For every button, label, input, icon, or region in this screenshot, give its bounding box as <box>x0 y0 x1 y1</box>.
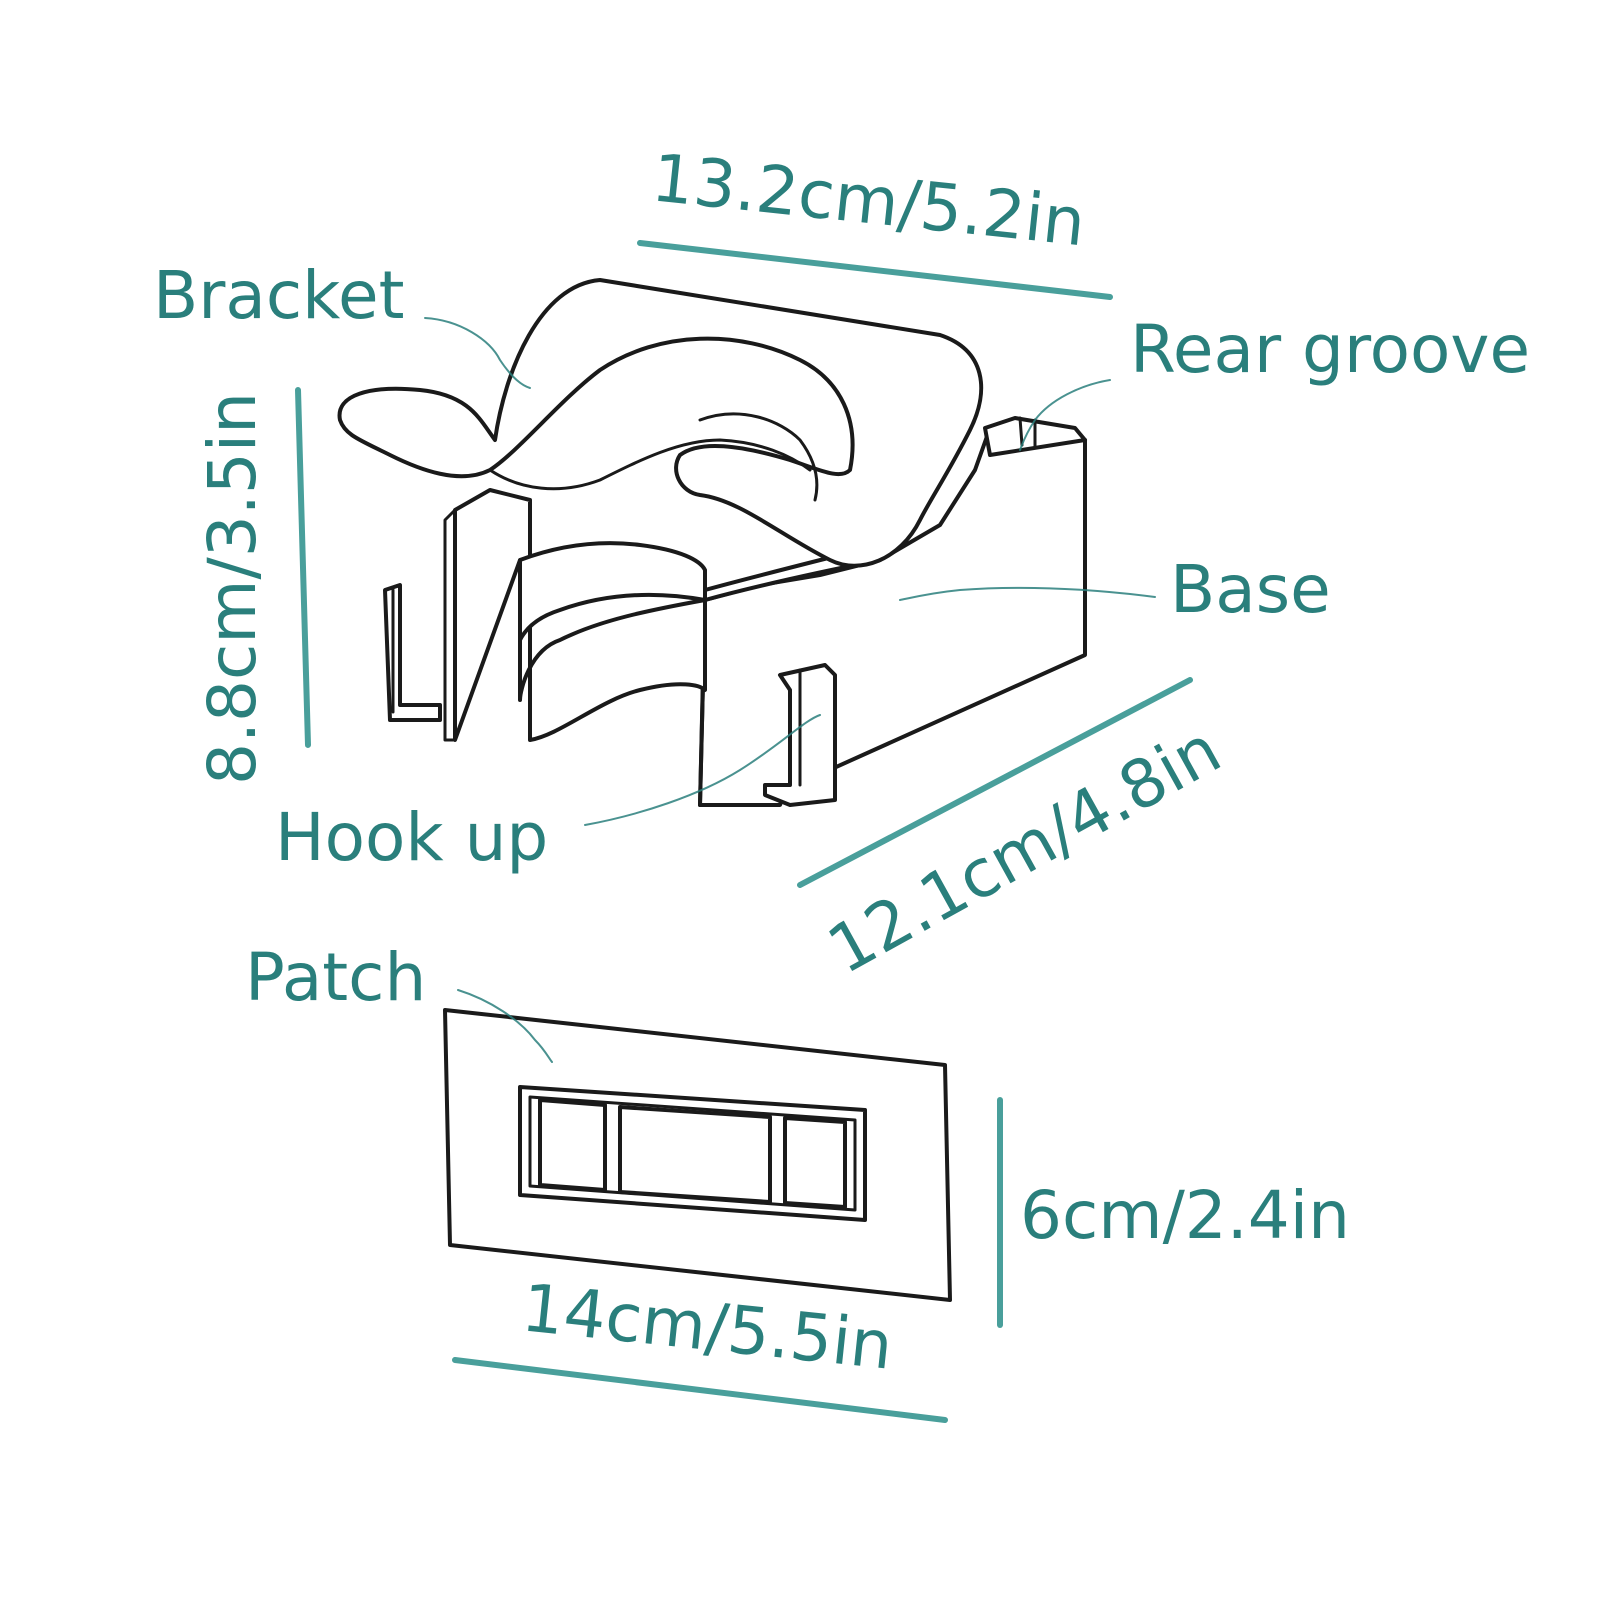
bracket-label: Bracket <box>153 257 405 334</box>
base-leader <box>899 586 1156 601</box>
base-label: Base <box>1170 551 1331 628</box>
patch <box>443 1008 952 1302</box>
left-hook <box>383 583 442 722</box>
bracket-leader <box>424 317 531 389</box>
top-width-dimension: 13.2cm/5.2in <box>648 139 1089 261</box>
height-dimension-line <box>295 387 311 748</box>
top-width-dimension-line <box>637 240 1113 300</box>
depth-dimension: 12.1cm/4.8in <box>815 711 1233 989</box>
hook-up-label: Hook up <box>275 799 548 876</box>
rear-groove-leader <box>1019 379 1111 451</box>
rear-groove-label: Rear groove <box>1130 311 1530 388</box>
patch-height-dimension: 6cm/2.4in <box>1020 1177 1350 1254</box>
patch-leader <box>457 989 553 1063</box>
depth-dimension-line <box>797 677 1193 888</box>
hook-up-leader <box>584 714 821 826</box>
patch-width-dimension-line <box>452 1357 948 1423</box>
height-dimension: 8.8cm/3.5in <box>194 392 271 785</box>
bracket-body <box>337 278 984 568</box>
patch-label: Patch <box>245 939 426 1016</box>
